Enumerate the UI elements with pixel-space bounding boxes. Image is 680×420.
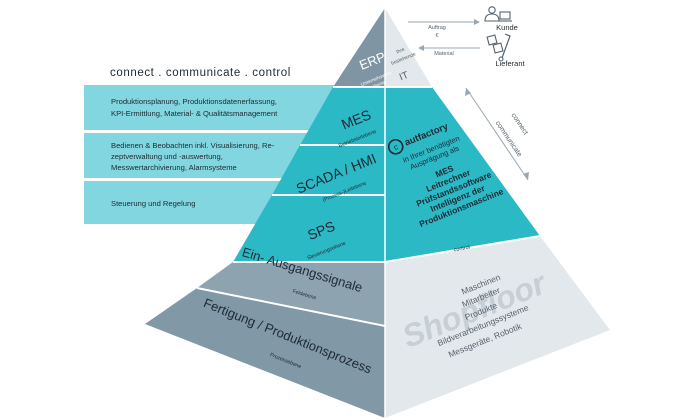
level-sps-left xyxy=(233,195,385,262)
right-shopfloor-region xyxy=(385,236,610,418)
kunde-laptop xyxy=(499,11,511,20)
flow-group: Auftrag € Material Kunde Lieferant xyxy=(408,6,526,68)
control-label: control xyxy=(453,245,470,254)
separator-right-control xyxy=(384,235,541,263)
level-scada-left xyxy=(272,145,385,195)
right-autfactory-region xyxy=(385,87,540,262)
level-erp-subtitle-2: ebene xyxy=(371,80,386,91)
side-arrow-line xyxy=(465,87,529,181)
kunde-body xyxy=(484,13,500,22)
kunde-head xyxy=(488,6,496,14)
side-arrow-head-top xyxy=(465,88,471,96)
desc-hmi-line-1: Bedienen & Beobachten inkl. Visualisieru… xyxy=(111,141,275,150)
right-it-region xyxy=(385,8,432,87)
autfactory-logo-c: c xyxy=(392,142,399,152)
euro-label: € xyxy=(435,33,438,39)
pyramid-left-face xyxy=(145,8,386,418)
desc-planning-line-1: Produktionsplanung, Produktionsdatenerfa… xyxy=(111,97,277,106)
pyramid-right-face xyxy=(384,8,610,418)
level-io-left xyxy=(197,262,385,326)
kunde-label: Kunde xyxy=(496,23,518,32)
level-fert-left xyxy=(145,288,385,418)
lieferant-icon xyxy=(486,33,511,62)
existing-it-title: IT xyxy=(398,70,410,84)
side-arrow-connect: connect xyxy=(509,112,529,136)
side-arrow-head-bottom xyxy=(523,172,529,180)
desc-control-line-1: Steuerung und Regelung xyxy=(111,199,195,208)
separator-io-fert xyxy=(196,287,386,327)
lieferant-box-2 xyxy=(492,42,504,54)
auftrag-label: Auftrag xyxy=(428,25,446,31)
existing-it-small-1: Ihre xyxy=(396,47,406,56)
desc-hmi-line-2: zeptverwaltung und -auswertung, xyxy=(111,152,223,161)
kunde-icon xyxy=(484,6,512,22)
auftrag-arrow-head xyxy=(474,19,480,25)
lieferant-hand-truck xyxy=(501,33,511,59)
level-erp-left xyxy=(333,8,385,87)
material-arrow-head xyxy=(418,45,424,51)
material-label: Material xyxy=(434,51,454,57)
desc-box-planning xyxy=(84,85,334,130)
level-mes-left xyxy=(300,87,385,145)
desc-planning-line-2: KPI-Ermittlung, Material- & Qualitätsman… xyxy=(111,109,278,118)
lieferant-box-1 xyxy=(486,34,498,46)
tagline: connect . communicate . control xyxy=(110,67,291,79)
lieferant-wheel xyxy=(498,56,504,62)
desc-hmi-line-3: Messwertarchivierung, Alarmsysteme xyxy=(111,163,237,172)
lieferant-label: Lieferant xyxy=(495,59,525,68)
autfactory-logo-icon xyxy=(387,138,404,155)
